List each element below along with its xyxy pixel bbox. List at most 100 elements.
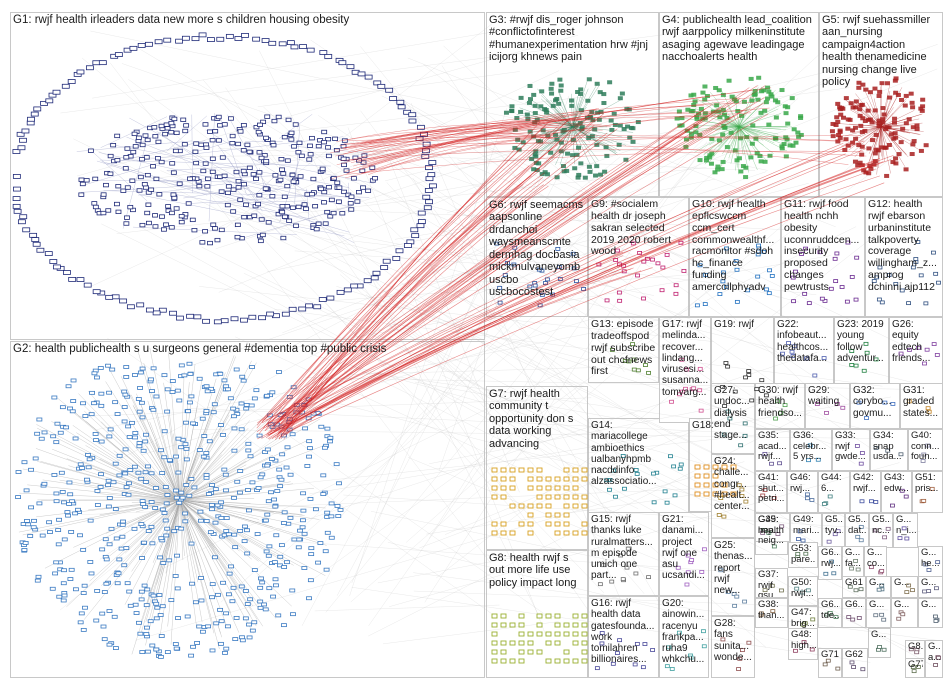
edge <box>179 499 220 650</box>
node <box>142 439 149 444</box>
node <box>123 365 130 369</box>
node <box>125 481 132 486</box>
edge <box>880 126 906 167</box>
edge-light <box>286 431 790 485</box>
node <box>527 284 533 289</box>
node <box>188 394 195 399</box>
node <box>554 137 560 142</box>
edge <box>738 126 764 146</box>
node <box>158 159 165 165</box>
node <box>132 373 138 377</box>
node <box>626 107 632 112</box>
node <box>87 148 94 153</box>
node <box>261 38 270 43</box>
node <box>300 491 307 496</box>
node <box>717 292 723 297</box>
node <box>622 486 627 491</box>
group-label-g47: G47: brig... <box>791 608 815 629</box>
node <box>264 393 270 398</box>
cluster-g63 <box>876 583 885 592</box>
node <box>162 131 169 137</box>
edge <box>572 94 582 127</box>
node <box>536 613 543 619</box>
node <box>185 201 192 206</box>
edge <box>728 126 740 153</box>
node <box>697 366 703 371</box>
node <box>246 508 252 513</box>
node <box>545 512 552 518</box>
node <box>178 445 185 450</box>
node <box>694 491 701 497</box>
node <box>689 558 695 562</box>
node <box>31 518 37 523</box>
node <box>198 142 205 147</box>
node <box>849 363 855 367</box>
node <box>694 473 701 479</box>
node <box>923 301 929 306</box>
node <box>305 303 313 309</box>
node <box>105 294 114 300</box>
node <box>572 166 578 171</box>
node <box>829 559 834 564</box>
node <box>127 468 134 472</box>
node <box>857 160 863 165</box>
node <box>256 170 263 175</box>
node <box>203 473 210 477</box>
edge <box>179 440 224 501</box>
node <box>858 525 864 529</box>
node <box>832 532 838 537</box>
node <box>748 155 754 160</box>
node <box>286 218 293 223</box>
node <box>241 182 247 187</box>
node <box>112 507 119 512</box>
node <box>214 237 221 243</box>
node <box>617 96 623 101</box>
edge-light <box>220 27 849 603</box>
node <box>206 492 212 496</box>
group-label-g20: G20: ainowin... racenyu frankpa... ruha9… <box>662 598 705 666</box>
edge <box>880 110 915 127</box>
node <box>192 149 199 154</box>
node <box>138 589 145 594</box>
group-label-g42: G42: rwjf... <box>853 473 876 494</box>
node <box>527 83 533 88</box>
edge <box>179 499 326 509</box>
node <box>724 115 730 120</box>
node <box>920 104 926 109</box>
edge-light <box>128 79 613 441</box>
node <box>651 500 657 505</box>
node <box>756 246 762 251</box>
edge <box>113 450 181 501</box>
node <box>292 122 299 127</box>
cluster-g1 <box>12 32 437 325</box>
node <box>52 89 61 95</box>
node <box>925 406 931 411</box>
node <box>581 658 588 664</box>
node <box>181 142 188 147</box>
node <box>880 120 886 125</box>
node <box>786 341 791 345</box>
group-label-g2: G2: health publichealth s u surgeons gen… <box>13 343 387 355</box>
node <box>338 60 347 66</box>
edge <box>179 484 282 501</box>
node <box>865 108 871 113</box>
node <box>217 607 224 612</box>
node <box>135 397 142 401</box>
group-label-g35: G35: acad... rwjf... <box>758 431 787 463</box>
node <box>500 467 507 473</box>
edge <box>738 126 758 171</box>
node <box>175 616 181 620</box>
node <box>756 75 762 80</box>
node <box>849 566 854 571</box>
node <box>545 640 552 646</box>
node <box>269 390 276 395</box>
edge <box>68 465 181 501</box>
node <box>866 146 872 151</box>
group-label-g14: G14: mariacollege ambioethics ualbanyhpm… <box>591 420 657 488</box>
edge-light <box>436 199 921 579</box>
node <box>106 434 113 439</box>
node <box>739 494 745 498</box>
node <box>736 156 742 161</box>
node <box>558 88 564 93</box>
edge-light <box>377 552 541 584</box>
